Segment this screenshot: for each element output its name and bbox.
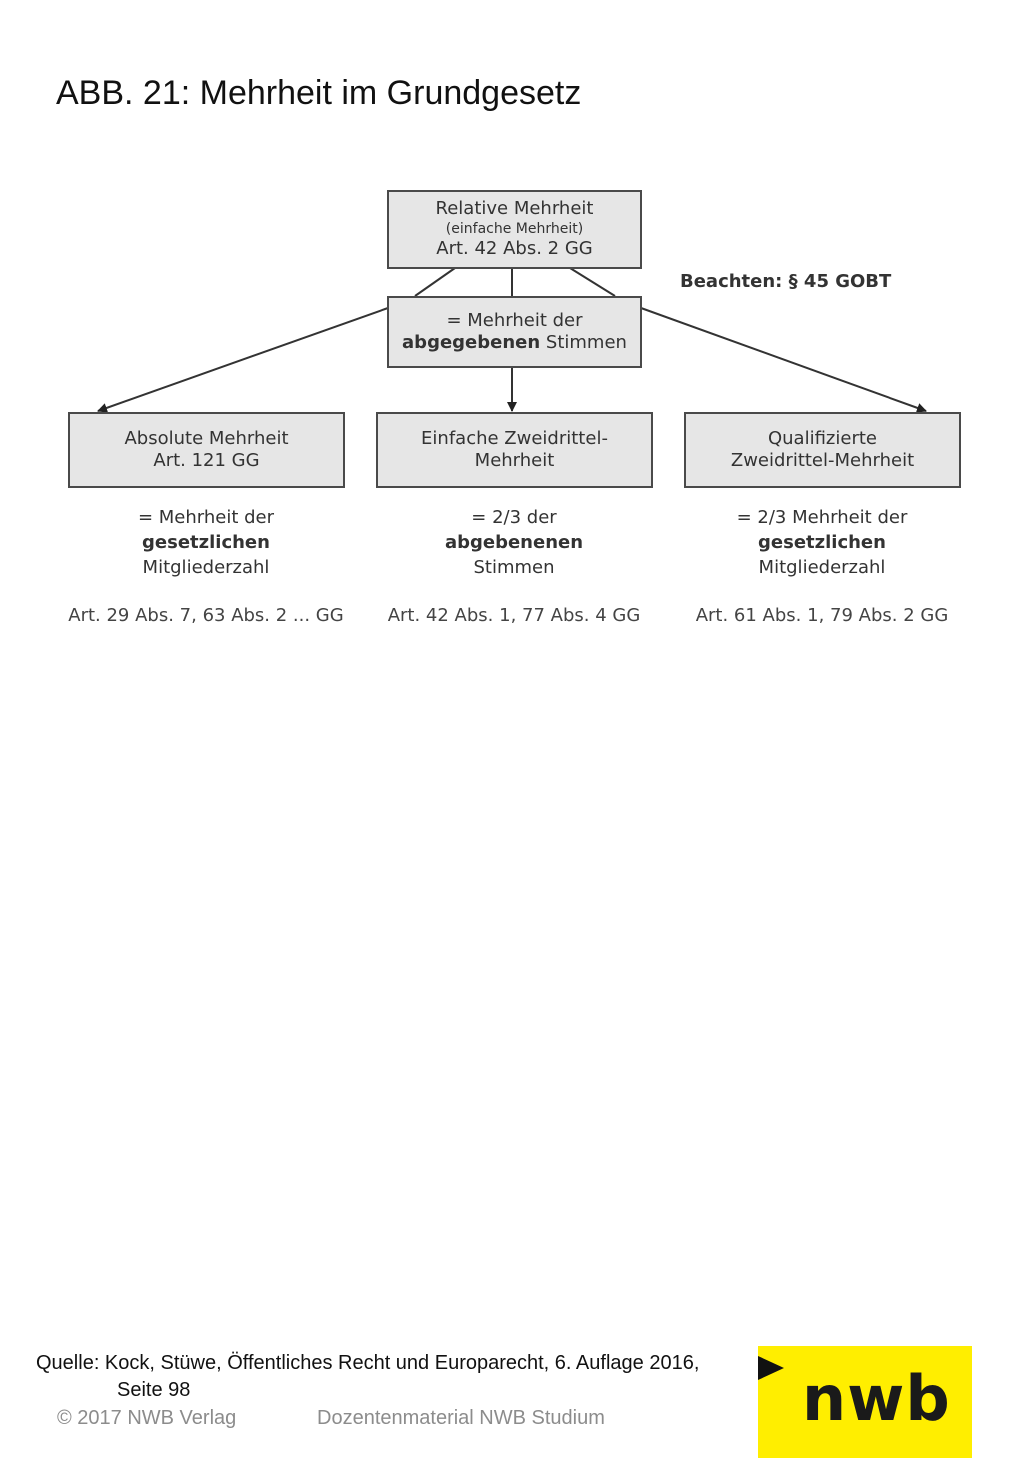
desc-einfache-line1: = 2/3 der bbox=[471, 507, 557, 528]
einfache-mehrheit-label: (einfache Mehrheit) bbox=[445, 220, 584, 237]
box-einfache-zweidrittel: Einfache Zweidrittel- Mehrheit bbox=[376, 412, 653, 488]
box-abgegebene-stimmen: = Mehrheit der abgegebenen Stimmen bbox=[387, 296, 642, 368]
note-gobt: Beachten: § 45 GOBT bbox=[680, 271, 892, 292]
desc-absolute: = Mehrheit der gesetzlichen Mitgliederza… bbox=[68, 505, 344, 580]
desc-einfache: = 2/3 der abgebenenen Stimmen bbox=[376, 505, 652, 580]
footer-material: Dozentenmaterial NWB Studium bbox=[317, 1407, 605, 1429]
refs-qualifizierte: Art. 61 Abs. 1, 79 Abs. 2 GG bbox=[695, 605, 949, 626]
middle-box-rest: Stimmen bbox=[540, 332, 627, 353]
middle-box-bold: abgegebenen bbox=[402, 332, 541, 353]
box-absolute-mehrheit: Absolute Mehrheit Art. 121 GG bbox=[68, 412, 345, 488]
einfache-zweidrittel-label2: Mehrheit bbox=[474, 450, 555, 471]
refs-absolute: Art. 29 Abs. 7, 63 Abs. 2 ... GG bbox=[68, 605, 344, 626]
absolute-mehrheit-label: Absolute Mehrheit bbox=[124, 427, 289, 449]
box-qualifizierte-zweidrittel: Qualifizierte Zweidrittel-Mehrheit bbox=[684, 412, 961, 488]
desc-qualifizierte-line1: = 2/3 Mehrheit der bbox=[736, 507, 908, 528]
qualifizierte-label2: Zweidrittel-Mehrheit bbox=[730, 450, 915, 471]
desc-einfache-line2: abgebenenen bbox=[444, 532, 584, 553]
middle-box-line2: abgegebenen Stimmen bbox=[402, 332, 627, 355]
connector-top-right bbox=[569, 267, 616, 297]
desc-absolute-line3: Mitgliederzahl bbox=[142, 557, 270, 578]
arrow-to-qualifizierte bbox=[640, 307, 927, 413]
einfache-zweidrittel-label: Einfache Zweidrittel- bbox=[421, 427, 608, 449]
desc-qualifizierte-line3: Mitgliederzahl bbox=[758, 557, 886, 578]
relative-mehrheit-label: Relative Mehrheit bbox=[435, 198, 594, 220]
desc-absolute-line1: = Mehrheit der bbox=[137, 507, 275, 528]
desc-absolute-line2: gesetzlichen bbox=[142, 532, 270, 553]
next-arrow-icon[interactable] bbox=[758, 1356, 784, 1380]
desc-qualifizierte-line2: gesetzlichen bbox=[758, 532, 886, 553]
source-line1: Quelle: Kock, Stüwe, Öffentliches Recht … bbox=[36, 1352, 700, 1374]
desc-einfache-line3: Stimmen bbox=[473, 557, 555, 578]
relative-mehrheit-article: Art. 42 Abs. 2 GG bbox=[436, 238, 593, 260]
nwb-logo-text: nwb bbox=[802, 1362, 951, 1435]
qualifizierte-label: Qualifizierte bbox=[767, 427, 877, 449]
nwb-logo: nwb bbox=[758, 1346, 972, 1458]
page-title: ABB. 21: Mehrheit im Grundgesetz bbox=[56, 74, 582, 112]
source-citation: Quelle: Kock, Stüwe, Öffentliches Recht … bbox=[36, 1350, 699, 1404]
arrow-to-absolute bbox=[97, 307, 389, 413]
refs-einfache: Art. 42 Abs. 1, 77 Abs. 4 GG bbox=[387, 605, 641, 626]
connector-lines bbox=[97, 267, 927, 413]
box-relative-mehrheit: Relative Mehrheit (einfache Mehrheit) Ar… bbox=[387, 190, 642, 269]
absolute-mehrheit-article: Art. 121 GG bbox=[153, 450, 260, 471]
desc-qualifizierte: = 2/3 Mehrheit der gesetzlichen Mitglied… bbox=[684, 505, 960, 580]
footer-copyright: © 2017 NWB Verlag bbox=[57, 1407, 237, 1429]
source-line2: Seite 98 bbox=[117, 1379, 191, 1401]
middle-box-line1: = Mehrheit der bbox=[446, 309, 583, 331]
connector-top-left bbox=[414, 267, 456, 297]
